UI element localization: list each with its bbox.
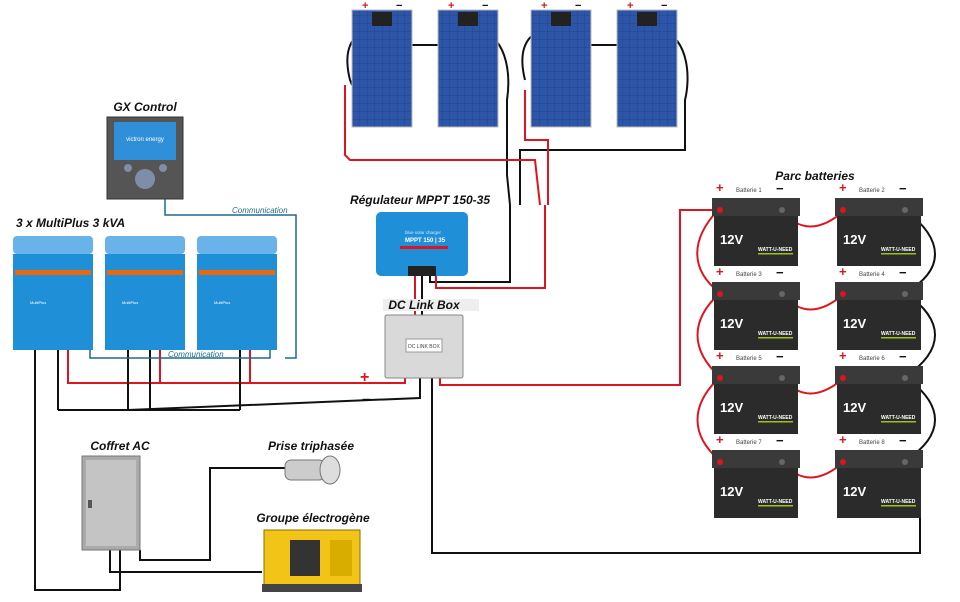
solar-panels: + − + − + − + − <box>351 0 678 128</box>
battery-plus-sign: + <box>839 264 847 279</box>
multiplus-units: MultiPlus MultiPlus MultiPlus <box>13 236 277 350</box>
panel-minus-sign: − <box>575 0 581 12</box>
battery-voltage: 12V <box>843 400 866 415</box>
battery: + Batterie 6 − 12V WATT-U-NEED <box>835 348 923 434</box>
battery-plus-sign: + <box>839 432 847 447</box>
multiplus-unit: MultiPlus <box>197 236 277 350</box>
battery-minus-sign: − <box>899 181 907 196</box>
panel-plus-sign: + <box>627 0 633 12</box>
battery-name: Batterie 8 <box>859 440 885 446</box>
communication-wire-top <box>164 199 297 359</box>
battery: + Batterie 1 − 12V WATT-U-NEED <box>712 180 800 266</box>
battery-voltage: 12V <box>843 484 866 499</box>
svg-text:MultiPlus: MultiPlus <box>214 300 230 305</box>
bus-minus-sign: − <box>362 392 371 409</box>
solar-panel <box>351 9 413 128</box>
battery-brand: WATT-U-NEED <box>758 499 793 505</box>
panel-plus-sign: + <box>448 0 454 12</box>
solar-panel <box>616 9 678 128</box>
battery-name: Batterie 6 <box>859 356 885 362</box>
battery-minus-sign: − <box>776 181 784 196</box>
battery-brand: WATT-U-NEED <box>881 499 916 505</box>
dc-link-box: DC LINK BOX <box>384 314 464 379</box>
dc-link-box-label: DC Link Box <box>388 298 461 312</box>
panel-plus-sign: + <box>362 0 368 12</box>
communication-label-bottom: Communication <box>168 350 224 359</box>
battery-name: Batterie 4 <box>859 272 885 278</box>
battery-plus-sign: + <box>716 432 724 447</box>
three-phase-plug <box>284 455 341 485</box>
battery-voltage: 12V <box>843 232 866 247</box>
generator <box>262 529 362 592</box>
svg-text:MultiPlus: MultiPlus <box>30 300 46 305</box>
gx-navigation-pad <box>135 169 155 189</box>
generator-label: Groupe électrogène <box>256 511 370 525</box>
coffret-ac-label: Coffret AC <box>90 439 150 453</box>
battery-name: Batterie 2 <box>859 188 885 194</box>
coffret-ac-cabinet <box>81 455 141 551</box>
battery-minus-sign: − <box>776 433 784 448</box>
battery: + Batterie 2 − 12V WATT-U-NEED <box>835 180 923 266</box>
battery-bank: + Batterie 1 − 12V WATT-U-NEED + Batterie 2 − 12… <box>712 180 923 518</box>
prise-label: Prise triphasée <box>268 439 354 453</box>
svg-text:MultiPlus: MultiPlus <box>122 300 138 305</box>
battery: + Batterie 5 − 12V WATT-U-NEED <box>712 348 800 434</box>
battery: + Batterie 8 − 12V WATT-U-NEED <box>835 432 923 518</box>
gx-control-label: GX Control <box>113 100 177 114</box>
battery-minus-sign: − <box>776 349 784 364</box>
battery-minus-sign: − <box>899 433 907 448</box>
battery-name: Batterie 1 <box>736 188 762 194</box>
battery-minus-sign: − <box>899 265 907 280</box>
battery-name: Batterie 3 <box>736 272 762 278</box>
battery-minus-sign: − <box>776 265 784 280</box>
svg-text:DC LINK BOX: DC LINK BOX <box>408 344 440 350</box>
battery-plus-sign: + <box>716 264 724 279</box>
communication-label-top: Communication <box>232 206 288 215</box>
battery-voltage: 12V <box>720 232 743 247</box>
battery-plus-sign: + <box>716 348 724 363</box>
panel-minus-sign: − <box>396 0 402 12</box>
battery-voltage: 12V <box>720 316 743 331</box>
battery-bank-label: Parc batteries <box>775 169 855 183</box>
gx-control-device: victron energy <box>106 116 184 200</box>
multiplus-unit: MultiPlus <box>105 236 185 350</box>
panel-plus-sign: + <box>541 0 547 12</box>
battery-plus-sign: + <box>839 348 847 363</box>
battery-brand: WATT-U-NEED <box>758 331 793 337</box>
svg-text:MPPT 150 | 35: MPPT 150 | 35 <box>405 238 446 244</box>
battery: + Batterie 3 − 12V WATT-U-NEED <box>712 264 800 350</box>
battery: + Batterie 4 − 12V WATT-U-NEED <box>835 264 923 350</box>
gx-brand: victron energy <box>126 137 164 143</box>
battery-brand: WATT-U-NEED <box>758 247 793 253</box>
multiplus-unit: MultiPlus <box>13 236 93 350</box>
battery-name: Batterie 5 <box>736 356 762 362</box>
panel-minus-sign: − <box>661 0 667 12</box>
battery-plus-sign: + <box>716 180 724 195</box>
mppt-label: Régulateur MPPT 150-35 <box>350 193 490 207</box>
battery-voltage: 12V <box>843 316 866 331</box>
solar-panel <box>437 9 499 128</box>
battery: + Batterie 7 − 12V WATT-U-NEED <box>712 432 800 518</box>
battery-brand: WATT-U-NEED <box>758 415 793 421</box>
multiplus-label: 3 x MultiPlus 3 kVA <box>16 216 125 230</box>
battery-plus-sign: + <box>839 180 847 195</box>
battery-brand: WATT-U-NEED <box>881 331 916 337</box>
solar-panel <box>530 9 592 128</box>
battery-minus-sign: − <box>899 349 907 364</box>
panel-minus-sign: − <box>482 0 488 12</box>
battery-voltage: 12V <box>720 400 743 415</box>
battery-name: Batterie 7 <box>736 440 762 446</box>
bus-plus-sign: + <box>360 369 369 386</box>
svg-text:blue solar charger: blue solar charger <box>405 230 442 235</box>
battery-voltage: 12V <box>720 484 743 499</box>
battery-brand: WATT-U-NEED <box>881 415 916 421</box>
mppt-controller: blue solar charger MPPT 150 | 35 <box>376 212 468 276</box>
battery-brand: WATT-U-NEED <box>881 247 916 253</box>
